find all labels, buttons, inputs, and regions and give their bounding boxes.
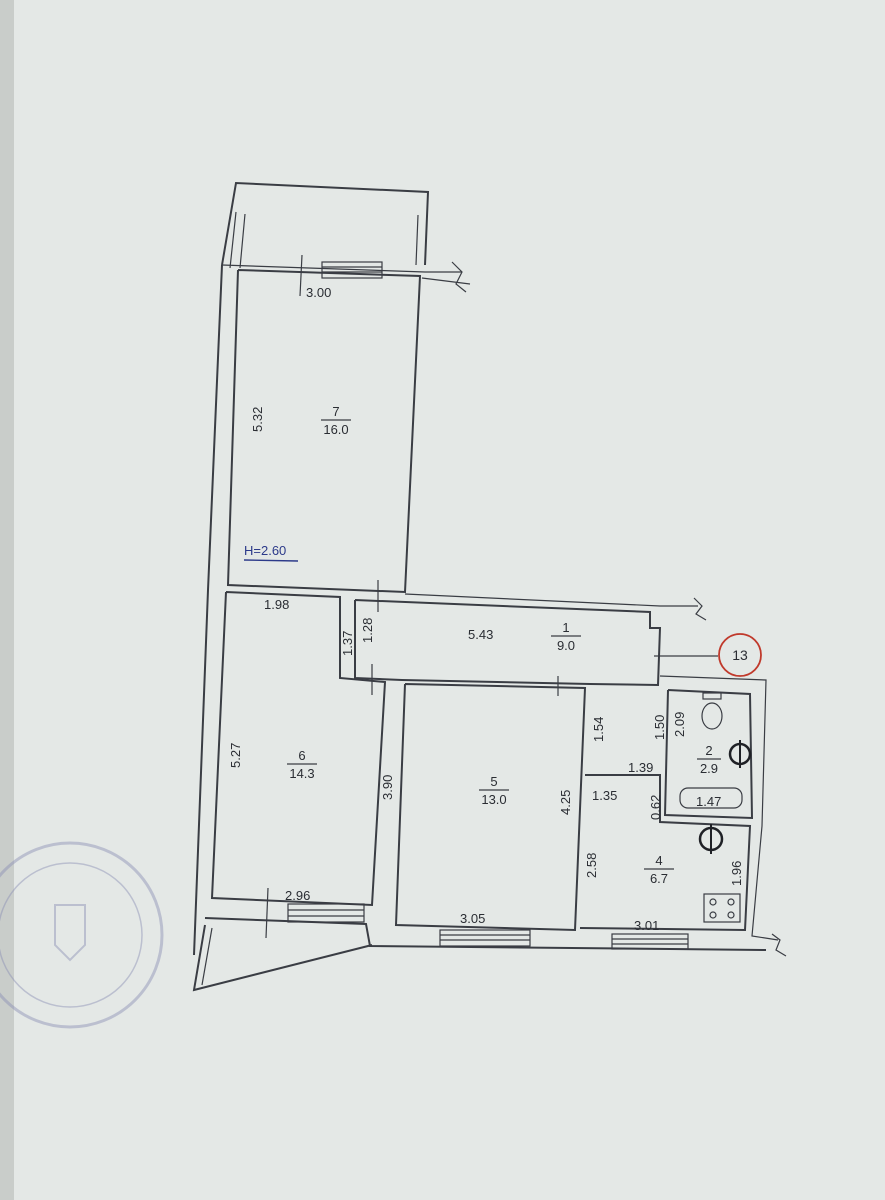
ceiling-height: H=2.60 [243, 543, 299, 562]
room-2-area: 2.9 [700, 761, 718, 776]
dim-room6-notch: 1.37 [340, 631, 355, 656]
stamp-seal [0, 841, 164, 1029]
dim-hall-width: 1.39 [628, 760, 653, 775]
room-4-area: 6.7 [650, 871, 668, 886]
room-7-label: 7 16.0 [321, 404, 351, 437]
dim-corridor-length: 5.43 [468, 627, 493, 642]
room-5-number: 5 [490, 774, 497, 789]
dim-corridor-depth: 1.28 [360, 618, 375, 643]
windows [287, 261, 689, 950]
dim-kitchen-bottom: 3.01 [634, 918, 659, 933]
dim-room6-length: 5.27 [228, 743, 243, 768]
sink-icon [728, 740, 752, 768]
dim-room6-top: 1.98 [264, 597, 289, 612]
paper-left-edge [0, 0, 14, 1200]
ceiling-height-label: H=2.60 [244, 543, 286, 558]
dim-room6-inner: 3.90 [380, 775, 395, 800]
room-2-label: 2 2.9 [697, 743, 721, 776]
room-1-number: 1 [562, 620, 569, 635]
dim-hall-side: 1.54 [591, 717, 606, 742]
apartment-marker: 13 [718, 633, 762, 677]
dim-kitchen-step: 1.35 [592, 788, 617, 803]
dim-room7-width: 3.00 [306, 285, 331, 300]
dim-kitchen-right: 1.96 [729, 861, 744, 886]
dim-room5-length: 4.25 [558, 790, 573, 815]
bathtub-icon [679, 787, 743, 809]
dim-room5-bottom: 3.05 [460, 911, 485, 926]
dim-room7-length: 5.32 [250, 407, 265, 432]
fixtures [679, 692, 752, 923]
room-6-label: 6 14.3 [287, 748, 317, 781]
walls [192, 181, 787, 992]
apartment-marker-label: 13 [732, 647, 748, 663]
kitchen-sink-icon [698, 824, 724, 854]
room-5-label: 5 13.0 [479, 774, 509, 807]
room-5-area: 13.0 [481, 792, 506, 807]
room-1-label: 1 9.0 [551, 620, 581, 653]
room-4-label: 4 6.7 [644, 853, 674, 886]
room-7-area: 16.0 [323, 422, 348, 437]
room-7-number: 7 [332, 404, 339, 419]
room-2-number: 2 [705, 743, 712, 758]
dim-hall-depth: 1.50 [652, 715, 667, 740]
dim-room6-bottom: 2.96 [285, 888, 310, 903]
room-1-area: 9.0 [557, 638, 575, 653]
stove-icon [703, 893, 741, 923]
dim-kitchen-left: 2.58 [584, 853, 599, 878]
dim-bath-length: 2.09 [672, 712, 687, 737]
room-6-area: 14.3 [289, 766, 314, 781]
dimension-labels: 3.00 5.32 1.98 1.37 1.28 5.43 5.27 3.90 … [228, 285, 744, 933]
room-4-number: 4 [655, 853, 662, 868]
door-marks [265, 254, 718, 939]
dim-kitchen-notch: 0.62 [648, 795, 663, 820]
room-labels: 7 16.0 6 14.3 5 13.0 1 9.0 2 2.9 4 6.7 [287, 404, 721, 886]
dim-bath-width: 1.47 [696, 794, 721, 809]
room-6-number: 6 [298, 748, 305, 763]
toilet-icon [701, 692, 723, 730]
